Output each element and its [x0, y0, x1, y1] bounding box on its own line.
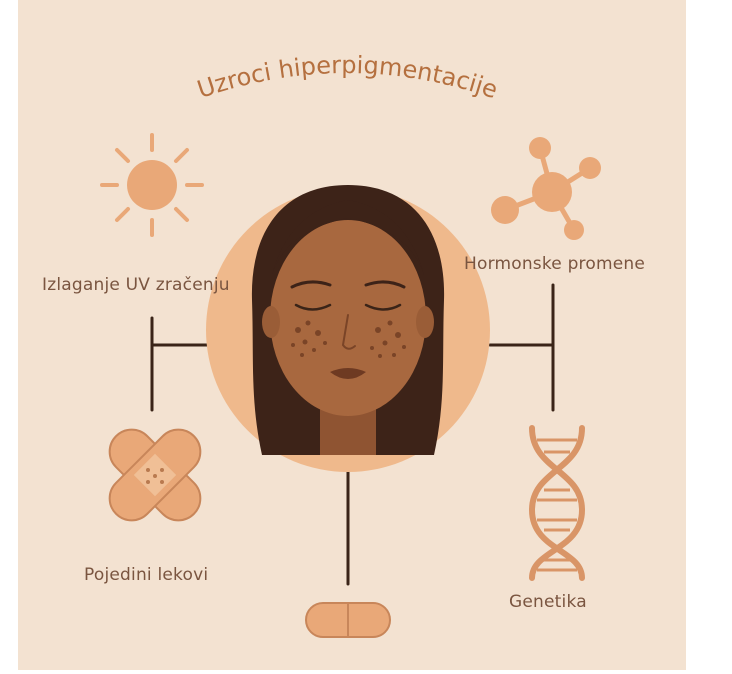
label-medications: Pojedini lekovi [84, 565, 209, 585]
molecule-icon [491, 137, 601, 240]
label-genetics: Genetika [509, 592, 587, 612]
bandage-icon [108, 428, 202, 522]
sun-icon [100, 133, 204, 237]
label-uv-exposure: Izlaganje UV zračenju [42, 275, 230, 295]
label-hormonal-changes: Hormonske promene [464, 254, 646, 274]
connector-lines [150, 283, 555, 586]
dna-icon [528, 425, 586, 581]
pill-icon [305, 602, 391, 638]
face-illustration [251, 185, 445, 455]
